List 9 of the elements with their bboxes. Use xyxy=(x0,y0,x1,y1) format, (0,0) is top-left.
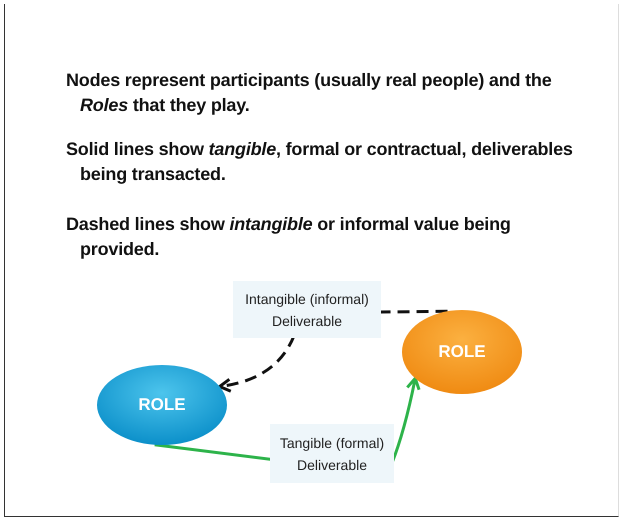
description-text: Dashed lines show intangible or informal value being provided. xyxy=(66,213,512,261)
description-text: Nodes represent participants (usually real people) and the Roles that they play. xyxy=(66,69,553,117)
role-ellipse xyxy=(97,365,227,445)
role-ellipse xyxy=(402,310,522,394)
role-label: ROLE xyxy=(138,395,186,415)
edge-label: Intangible (informal) Deliverable xyxy=(233,281,381,338)
description-text: Solid lines show tangible, formal or contractual, deliverables being transacted. xyxy=(66,138,574,186)
role-label: ROLE xyxy=(438,342,486,362)
edge-label: Tangible (formal) Deliverable xyxy=(270,424,394,483)
